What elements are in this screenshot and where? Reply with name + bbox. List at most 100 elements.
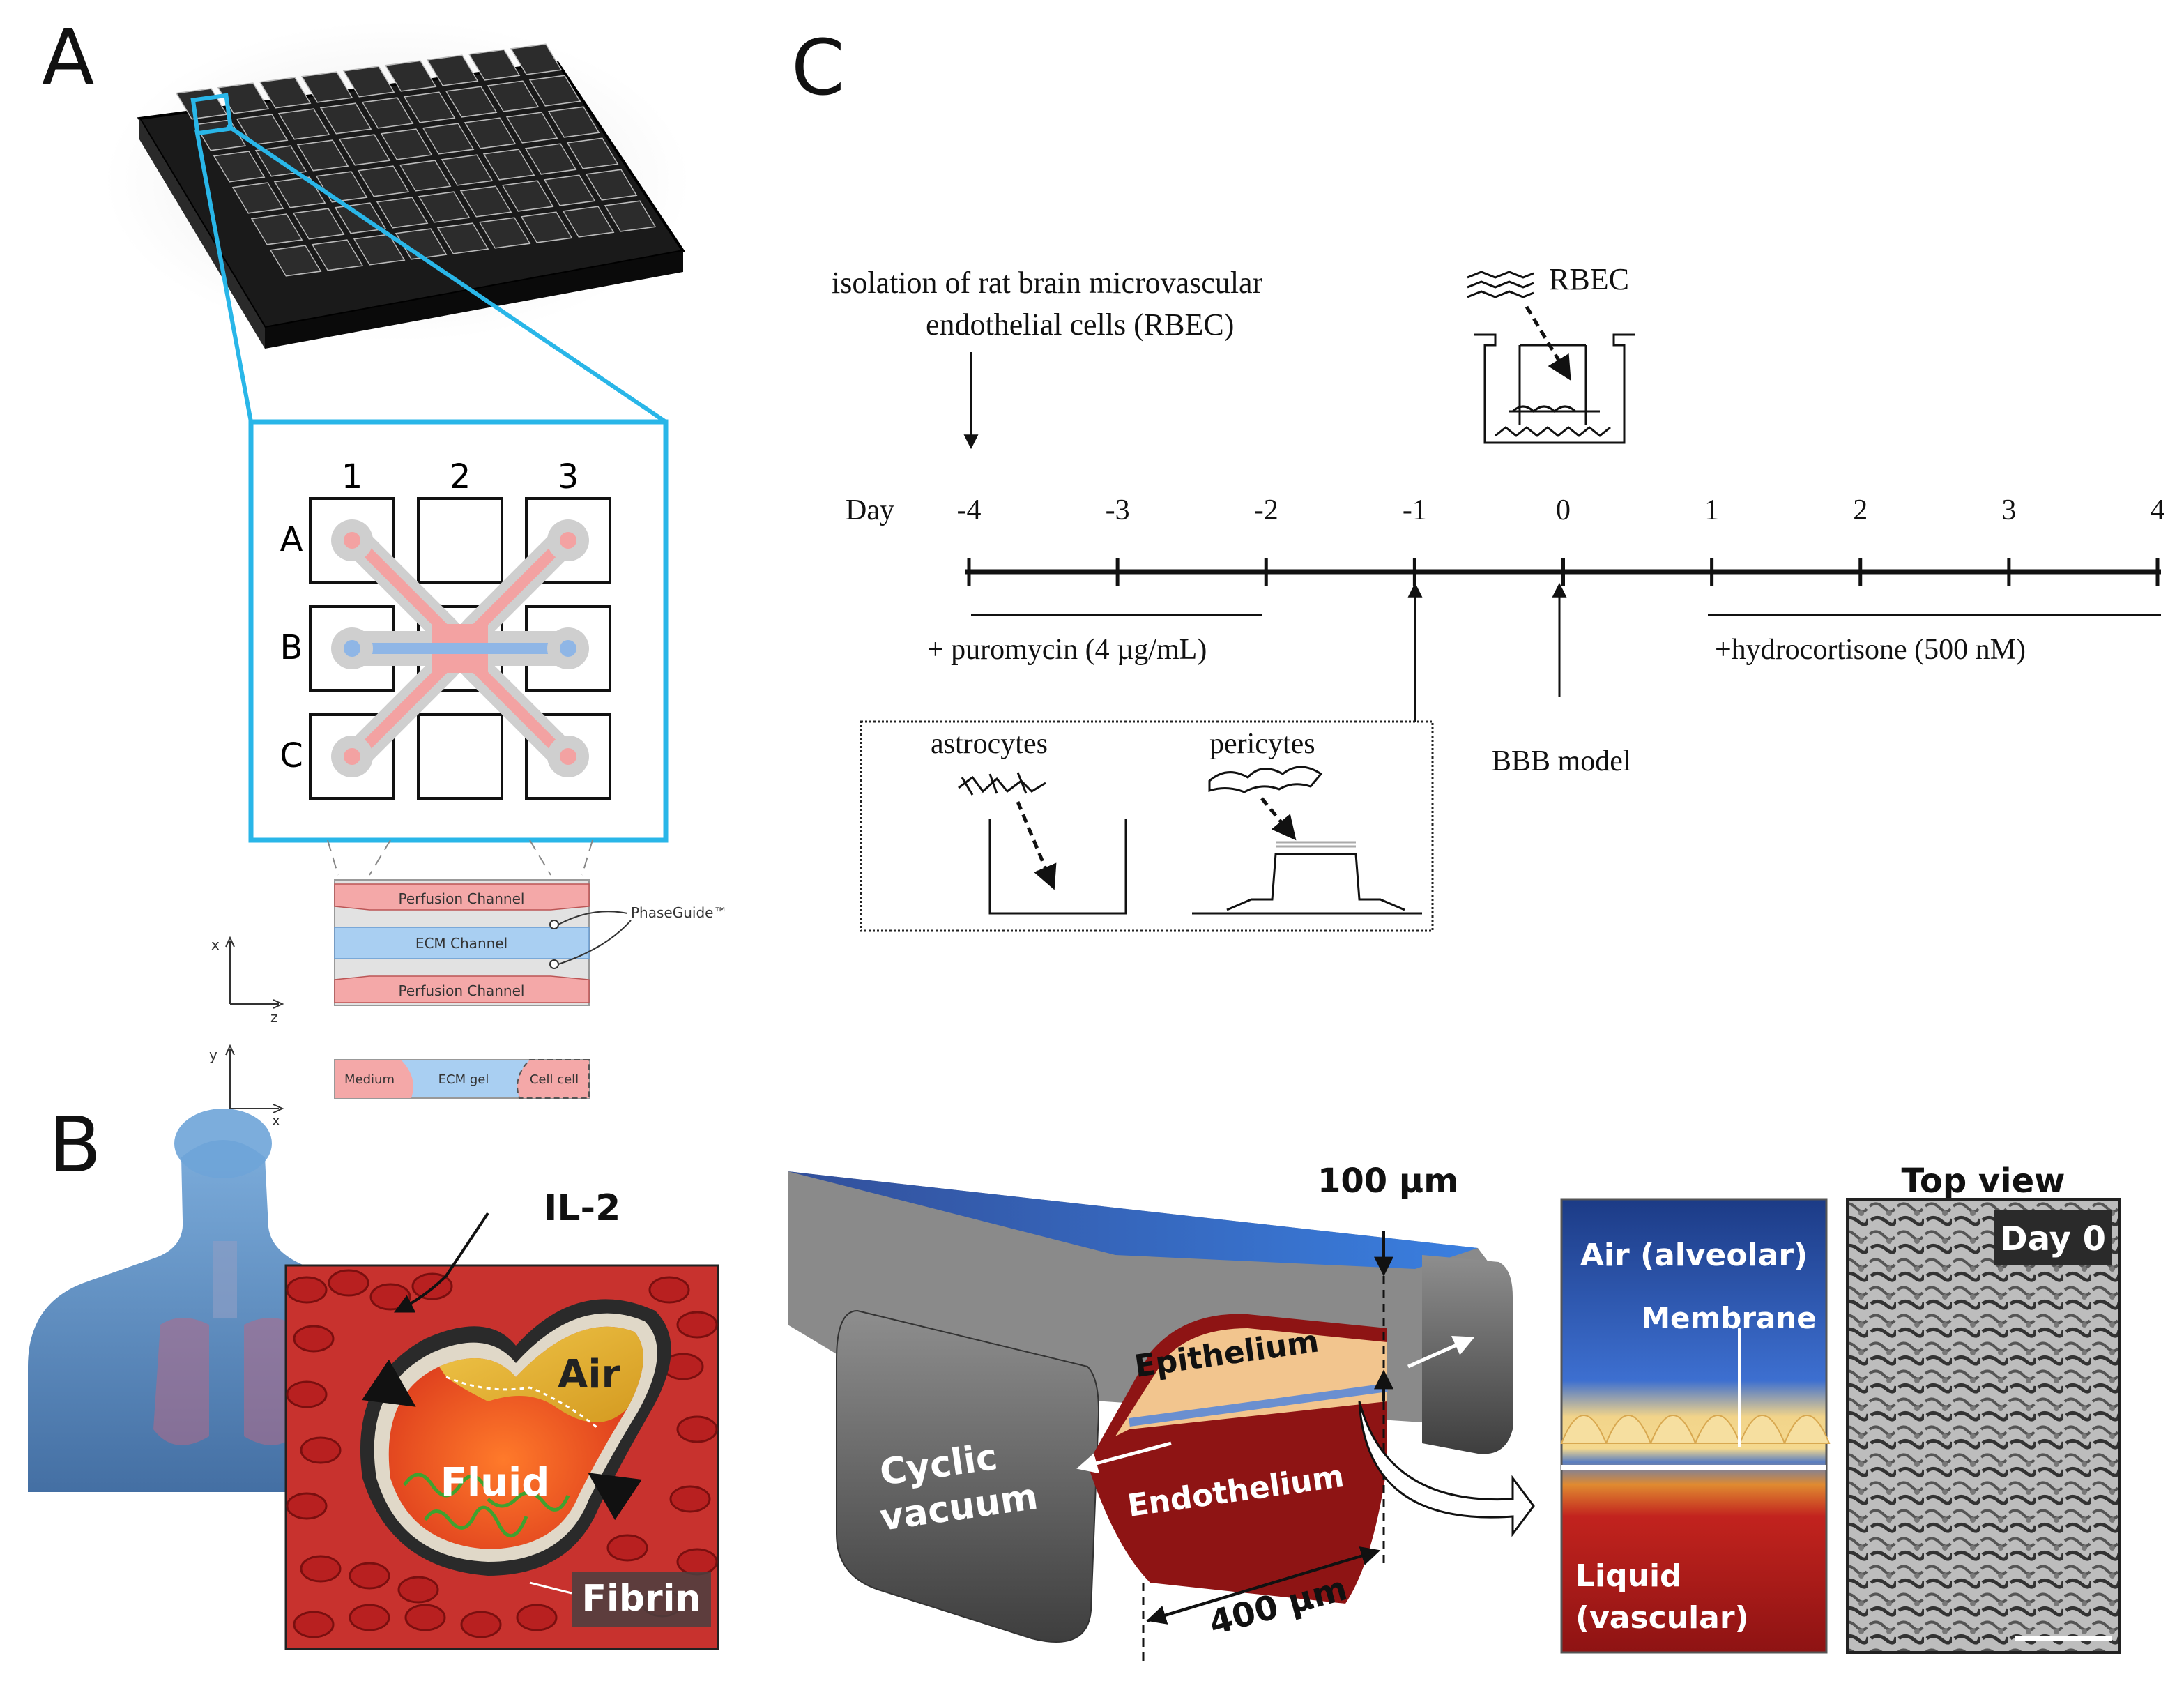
epithelial-cell [1649,1415,1697,1444]
membrane-label: Membrane [1641,1301,1817,1335]
day-tick-label: -3 [1106,494,1130,526]
plate-well [520,211,573,243]
plate-well [604,200,657,232]
red-blood-cell [286,1276,328,1304]
plate-well [213,151,266,183]
plate-well [464,117,517,149]
layer-zoom-image: Air (alveolar) Membrane Liquid (vascular… [1560,1198,1831,1654]
red-blood-cell [606,1534,648,1562]
day-tick-label: 4 [2151,494,2165,526]
plate-well [510,43,563,75]
plate-well [292,208,345,240]
grid-row-label: A [280,520,303,559]
fibrin-label-box [572,1572,711,1627]
plate-well [403,91,456,123]
plate-well [426,54,479,86]
microplate-image [137,43,686,349]
red-blood-cell [293,1611,335,1638]
axis-z-label: z [270,1009,278,1026]
plate-well [547,106,600,138]
grid-cell [309,497,395,584]
day-label: Day [846,494,894,526]
pericytes-label: pericytes [1209,728,1315,760]
isolation-label-line1: isolation of rat brain microvascular [832,266,1263,300]
grid-row-label: B [280,628,303,667]
plate-well [459,185,512,218]
grid-cell [525,497,611,584]
plate-well [311,239,364,271]
plate-well [543,174,596,206]
epithelial-cell [1605,1415,1652,1444]
plate-well [422,123,475,155]
red-blood-cell [293,1325,335,1353]
plate-well [380,128,433,160]
red-blood-cell [516,1604,558,1631]
plate-well [319,102,372,135]
rbec-label: RBEC [1549,262,1629,296]
panel-c-letter: C [791,23,845,112]
red-blood-cell [397,1576,439,1604]
red-blood-cell [349,1604,390,1631]
plate-well [566,137,619,169]
hydrocortisone-label: +hydrocortisone (500 nM) [1715,634,2026,666]
day-tick-label: 3 [2001,494,2016,526]
panel-a-letter: A [42,13,94,102]
panel-a: A 1 2 3 A B C [42,13,727,1129]
astrocytes-diagram [958,772,1127,915]
ecm-channel-label: ECM Channel [415,935,507,952]
red-blood-cell [676,1311,718,1339]
plate-well [501,180,554,212]
axis-x-label: x [211,936,220,953]
plate-well [361,97,414,129]
air-label: Air [558,1352,621,1397]
isolation-label-line2: endothelial cells (RBEC) [926,307,1234,342]
cell-label: Cell cell [530,1072,579,1087]
side-view-axes [225,1044,284,1113]
plate-well [445,86,498,118]
epithelial-cells [1560,1415,1831,1444]
grid-col-label: 2 [450,457,471,496]
grid-row-labels: A B C [280,520,303,775]
plate-well [236,114,289,146]
medium-label: Medium [344,1072,395,1087]
phaseguide-label: PhaseGuide™ [631,904,727,921]
epithelial-cell [1739,1415,1786,1444]
lung-chip-device: 100 µm Epithelium Endothelium Cyclic vac… [788,1162,1535,1666]
plate-well [478,217,531,249]
alveolus-illustration: IL-2 Air Fluid Fibrin [284,1187,719,1650]
liquid-label: Liquid [1575,1558,1682,1594]
plate-well [259,77,312,109]
plate-wells [175,43,657,277]
day-tick-label: 0 [1556,494,1571,526]
red-blood-cell [349,1562,390,1590]
vascular-label: (vascular) [1575,1600,1749,1636]
top-view-micrograph: Top view Day 0 [1846,1162,2121,1654]
red-blood-cell [404,1604,446,1631]
axis-x2-label: x [272,1112,280,1129]
plate-well [399,160,452,192]
plate-well [441,154,494,186]
panel-c: C isolation of rat brain microvascular e… [791,23,2165,932]
plate-well [296,139,349,172]
plate-well [342,66,395,98]
plate-well [353,234,406,266]
zoom-line-left [194,129,253,423]
perfusion-channel-top-label: Perfusion Channel [399,890,525,907]
plate-well [250,213,303,245]
epithelial-cell [1560,1415,1608,1444]
plate-well [418,191,471,223]
red-blood-cell [286,1380,328,1408]
plate-well [585,169,638,201]
rbec-insert-diagram [1467,271,1635,444]
ecm-gel-label: ECM gel [438,1072,489,1087]
cross-section-axes [225,936,284,1009]
plate-well [528,75,581,107]
il2-label: IL-2 [544,1187,620,1229]
epithelial-cell [1783,1415,1831,1444]
day-0-label: Day 0 [2000,1219,2106,1258]
grid-cell [417,497,503,584]
plate-well [562,206,615,238]
pericytes-diagram [1192,766,1422,915]
